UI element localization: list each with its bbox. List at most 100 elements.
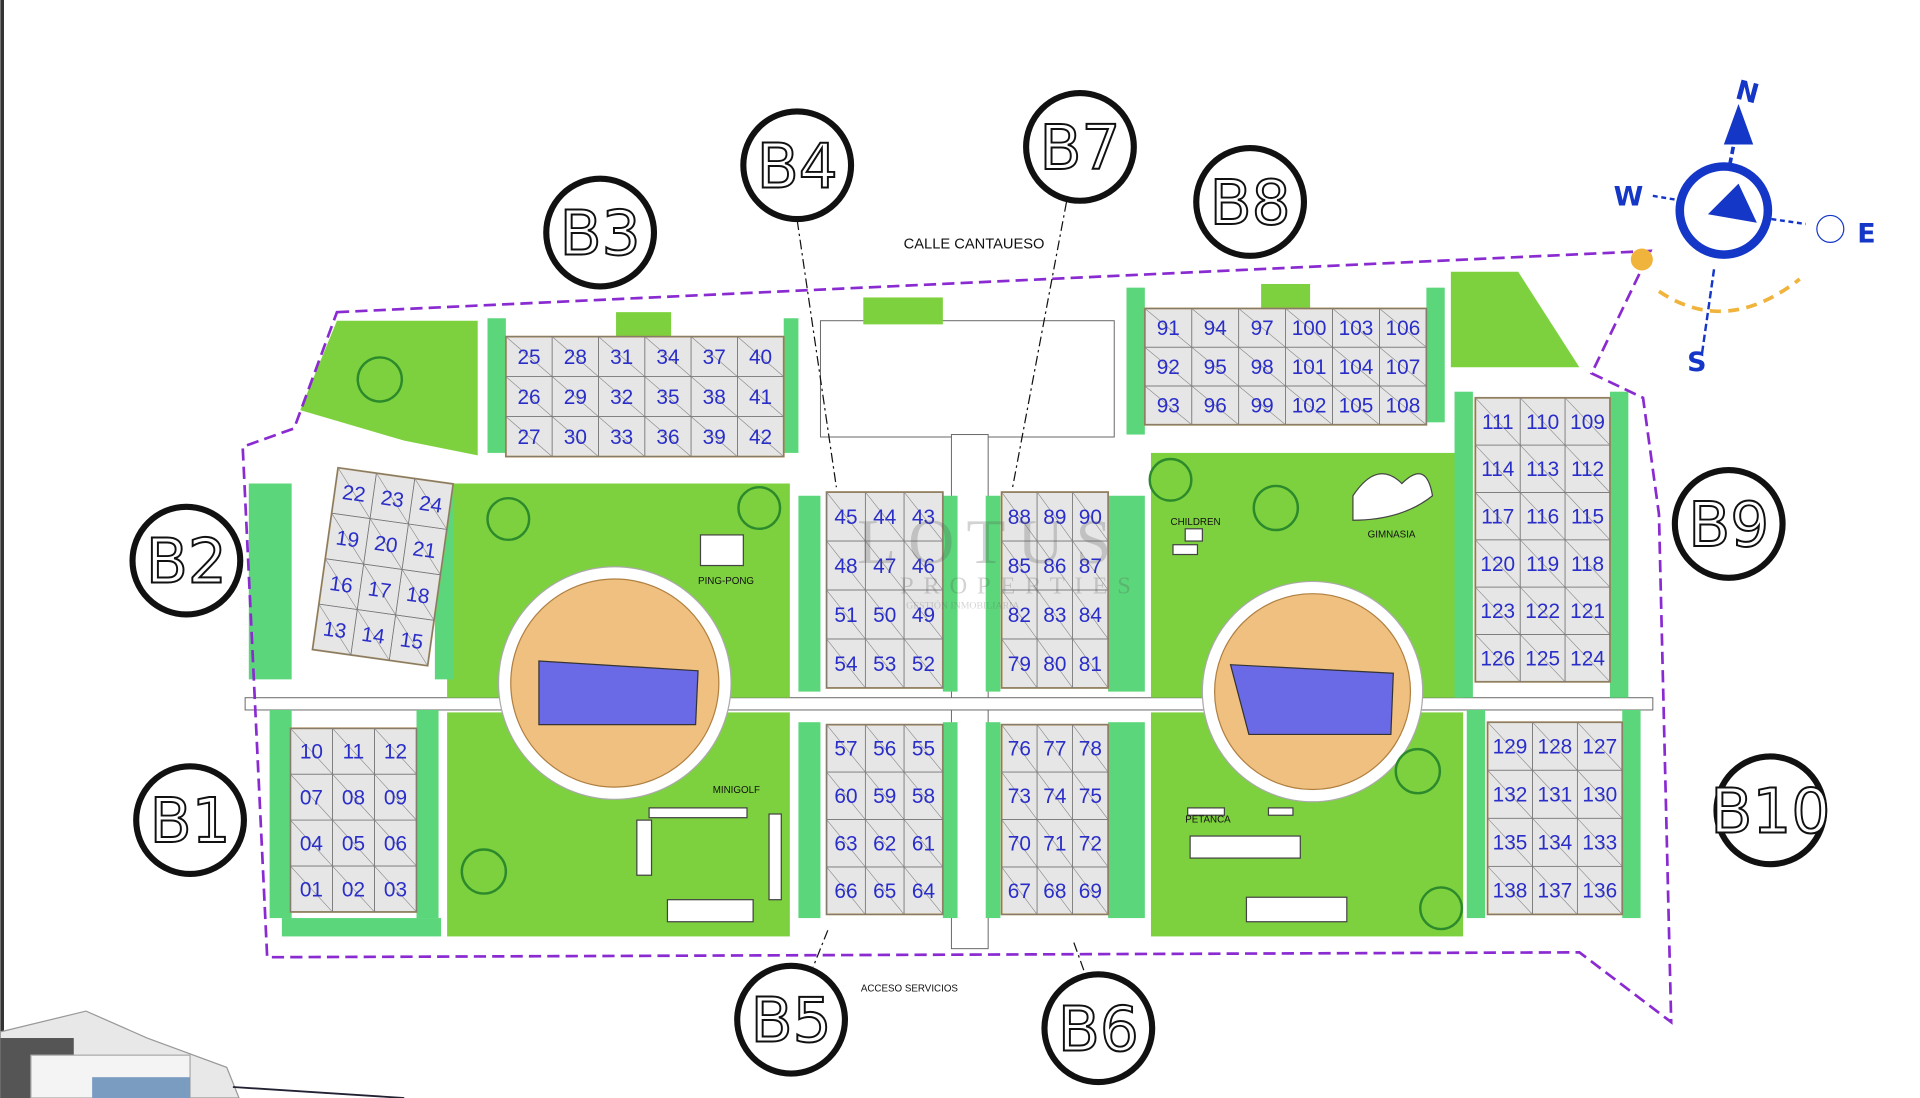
unit-number: 60 [834,785,857,808]
unit-number: 130 [1582,784,1617,807]
unit-cell[interactable] [903,638,944,689]
unit-number: 49 [912,604,935,627]
unit-number: 91 [1157,317,1180,340]
unit-number: 122 [1525,600,1560,623]
unit-number: 52 [912,653,935,676]
roof-line [290,819,333,867]
unit-number: 09 [384,787,407,810]
gym-label: GIMNASIA [1368,529,1416,540]
roof-line [644,336,692,377]
unit-cell[interactable] [737,416,785,457]
block-label-b4: B4 [740,108,855,223]
unit-number: 40 [749,346,772,369]
roof-line [865,819,905,868]
roof-line [1564,492,1611,541]
unit-number: 04 [300,832,323,855]
unit-cell[interactable] [1576,865,1623,915]
roof-line [1001,589,1038,640]
roof-line [1191,308,1239,348]
roof-line [865,771,905,820]
roof-line [551,416,599,457]
block-label-text: B3 [560,199,641,270]
unit-cell[interactable] [1072,638,1109,689]
unit-number: 76 [1008,738,1031,761]
unit-number: 115 [1571,505,1604,528]
unit-number: 96 [1204,395,1227,418]
roof-line [374,774,417,821]
unit-number: 56 [873,738,896,761]
unit-number: 70 [1008,833,1031,856]
unit-number: 05 [342,832,365,855]
unit-number: 94 [1204,317,1227,340]
unit-cell[interactable] [1072,866,1109,915]
block-label-b8: B8 [1193,145,1308,259]
unit-number: 51 [834,604,857,627]
block-label-text: B7 [1040,113,1121,184]
roof-line [1238,346,1286,387]
roof-line [1532,770,1578,819]
unit-cell[interactable] [1379,385,1427,426]
roof-line [1379,346,1427,387]
unit-number: 111 [1482,411,1514,434]
unit-number: 114 [1481,458,1514,481]
unit-number: 126 [1480,647,1515,670]
unit-number: 45 [834,506,857,529]
unit-number: 90 [1079,506,1102,529]
roof-line [690,376,738,417]
roof-line [290,728,333,775]
unit-cell[interactable] [1564,634,1611,683]
unit-number: 18 [405,583,431,609]
unit-number: 85 [1008,555,1031,578]
unit-cell[interactable] [903,866,944,915]
unit-number: 32 [610,386,633,409]
unit-number: 50 [873,604,896,627]
watermark-logo: LOTUS PROPERTIES GESTIÓN INMOBILIARIA [857,506,1141,611]
unit-number: 07 [300,787,323,810]
unit-number: 01 [300,878,323,901]
roof-line [1072,771,1109,820]
block-label-b5: B5 [734,962,848,1077]
roof-line [1332,308,1380,348]
unit-number: 11 [343,741,365,764]
roof-line [826,589,866,640]
unit-number: 03 [384,878,407,901]
roof-line [505,336,553,377]
svg-text:PROPERTIES: PROPERTIES [900,573,1141,600]
roof-line [826,491,866,542]
leader-lines [796,201,1086,974]
block-label-text: B1 [150,786,231,857]
unit-number: 103 [1339,317,1374,340]
roof-line [376,472,409,525]
unit-number: 93 [1157,395,1180,418]
unit-number: 134 [1538,832,1573,855]
unit-number: 102 [1292,395,1327,418]
roof-line [1036,589,1073,640]
unit-number: 99 [1251,395,1274,418]
block-label-text: B8 [1210,168,1291,239]
roof-line [505,416,553,457]
unit-number: 06 [384,832,407,855]
minigolf-label: MINIGOLF [713,785,760,796]
unit-cell[interactable] [388,614,435,667]
roof-line [826,724,866,773]
roof-line [644,416,692,457]
unit-number: 67 [1008,880,1031,903]
roof-line [1001,724,1038,773]
unit-number: 26 [517,386,540,409]
west-label: W [1614,182,1644,213]
roof-line [737,336,784,377]
roof-line [865,866,905,915]
roof-line [598,416,645,457]
unit-cell[interactable] [374,865,417,913]
